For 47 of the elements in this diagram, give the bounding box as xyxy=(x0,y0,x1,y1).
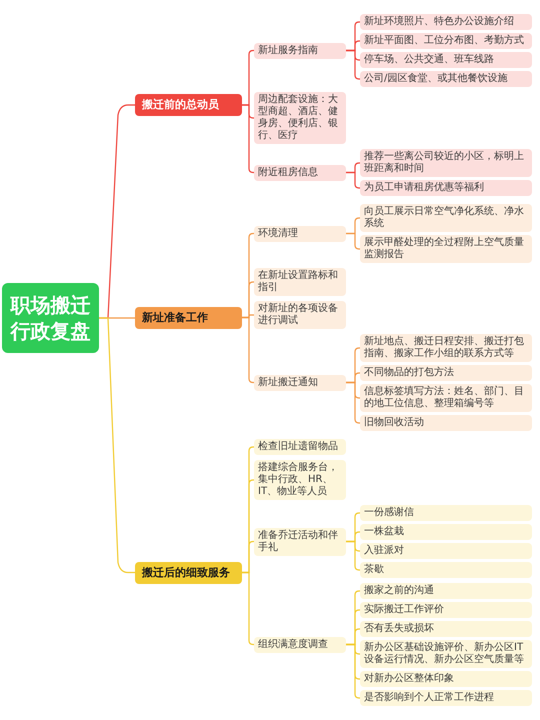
main-topic: 搬迁前的总动员 xyxy=(135,94,242,116)
detail-topic: 推荐一些离公司较近的小区，标明上班距离和时间 xyxy=(360,149,532,177)
connector-line xyxy=(346,232,360,250)
detail-topic: 信息标签填写方法：姓名、部门、目的地工位信息、整理箱编号等 xyxy=(360,384,532,412)
detail-topic: 一株盆栽 xyxy=(360,524,532,540)
detail-topic: 不同物品的打包方法 xyxy=(360,365,532,381)
detail-topic: 新办公区基础设施评价、新办公区IT设备运行情况、新办公区空气质量等 xyxy=(360,640,532,668)
subtopic: 对新址的各项设备进行调试 xyxy=(254,301,346,329)
subtopic: 搭建综合服务台，集中行政、HR、IT、物业等人员 xyxy=(254,460,346,500)
detail-topic: 入驻派对 xyxy=(360,543,532,559)
detail-topic: 向员工展示日常空气净化系统、净水系统 xyxy=(360,204,532,232)
detail-topic: 公司/园区食堂、或其他餐饮设施 xyxy=(360,71,532,87)
connector-line xyxy=(346,540,360,571)
detail-topic: 为员工申请租房优惠等福利 xyxy=(360,180,532,196)
detail-topic: 一份感谢信 xyxy=(360,505,532,521)
detail-topic: 是否影响到个人正常工作进程 xyxy=(360,690,532,706)
detail-topic: 新址环境照片、特色办公设施介绍 xyxy=(360,14,532,30)
subtopic: 在新址设置路标和指引 xyxy=(254,268,346,296)
subtopic: 环境清理 xyxy=(254,226,346,242)
connector-line xyxy=(346,50,360,80)
detail-topic: 旧物回收活动 xyxy=(360,415,532,431)
connector-line xyxy=(242,316,254,384)
subtopic: 检查旧址遗留物品 xyxy=(254,439,346,455)
connector-line xyxy=(99,317,135,574)
detail-topic: 新址地点、搬迁日程安排、搬迁打包指南、搬家工作小组的联系方式等 xyxy=(360,334,532,362)
detail-topic: 实际搬迁工作评价 xyxy=(360,602,532,618)
detail-topic: 否有丢失或损坏 xyxy=(360,621,532,637)
subtopic: 新址服务指南 xyxy=(254,42,346,58)
connector-line xyxy=(346,382,360,424)
subtopic: 新址搬迁通知 xyxy=(254,374,346,390)
detail-topic: 搬家之前的沟通 xyxy=(360,583,532,599)
subtopic: 准备乔迁活动和伴手礼 xyxy=(254,528,346,556)
subtopic: 组织满意度调查 xyxy=(254,636,346,652)
detail-topic: 新址平面图、工位分布图、考勤方式 xyxy=(360,33,532,49)
main-topic: 新址准备工作 xyxy=(135,306,242,328)
central-topic: 职场搬迁行政复盘 xyxy=(2,283,99,353)
detail-topic: 对新办公区整体印象 xyxy=(360,671,532,687)
subtopic: 附近租房信息 xyxy=(254,164,346,180)
connector-line xyxy=(242,104,254,174)
main-topic: 搬迁后的细致服务 xyxy=(135,562,242,584)
detail-topic: 展示甲醛处理的全过程附上空气质量监测报告 xyxy=(360,235,532,263)
connector-line xyxy=(346,172,360,189)
connector-line xyxy=(242,572,254,646)
connector-line xyxy=(346,644,360,699)
subtopic: 周边配套设施：大型商超、酒店、健身房、便利店、银行、医疗 xyxy=(254,92,346,144)
detail-topic: 停车场、公共交通、班车线路 xyxy=(360,52,532,68)
detail-topic: 茶歇 xyxy=(360,562,532,578)
